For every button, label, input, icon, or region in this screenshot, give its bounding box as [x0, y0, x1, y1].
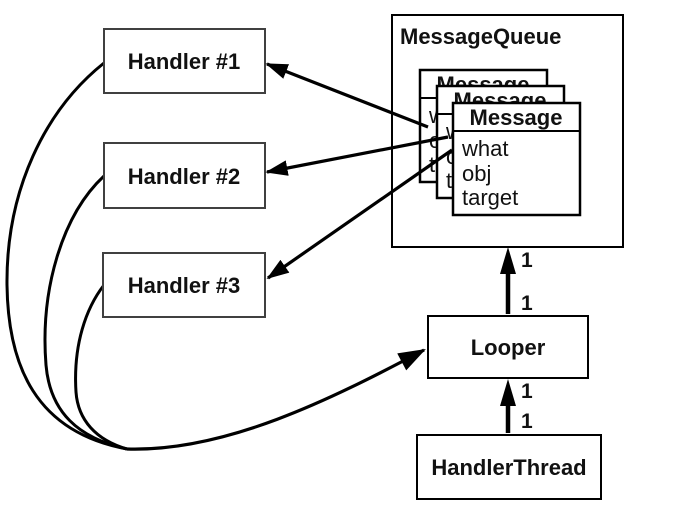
multiplicity-handlerthread-end: 1: [521, 410, 533, 433]
message1-to-handler1-arrow: [265, 62, 429, 129]
looper-to-messagequeue-arrow: 1 1: [500, 247, 533, 315]
message2-to-handler2-arrow: [265, 135, 449, 176]
handlerthread-label: HandlerThread: [431, 455, 586, 480]
handlers-to-looper-arrow: [126, 348, 426, 451]
handler2-to-looper-curve: [43, 174, 128, 451]
handler3-box: [102, 252, 266, 318]
message-front-title: Message: [470, 105, 563, 130]
handler1-box: [103, 28, 266, 94]
handlerthread-node: HandlerThread: [416, 434, 602, 500]
handler1-to-looper-curve: [5, 61, 128, 451]
handler2-label: Handler #2: [128, 164, 241, 189]
looper-to-messagequeue-arrowhead-icon: [500, 247, 516, 274]
handlerthread-to-looper-arrow: 1 1: [500, 379, 533, 433]
handler2-node: Handler #2: [103, 142, 266, 209]
message-queue-label: MessageQueue: [400, 24, 561, 49]
handlerthread-to-looper-arrowhead-icon: [500, 379, 516, 406]
multiplicity-looper-top-end: 1: [521, 292, 533, 315]
message3-to-handler3-arrow: [266, 148, 453, 280]
handler3-node: Handler #3: [102, 252, 266, 318]
message-front-field-target: target: [462, 185, 518, 210]
multiplicity-looper-bottom-end: 1: [521, 380, 533, 403]
looper-box: [427, 315, 589, 379]
handler3-to-looper-curve: [74, 284, 128, 451]
handler1-label: Handler #1: [128, 49, 241, 74]
handler1-node: Handler #1: [103, 28, 266, 94]
message-front-rect: [451, 101, 582, 217]
message-front-field-what: what: [461, 136, 508, 161]
multiplicity-mq-end: 1: [521, 249, 533, 272]
handlerthread-box: [416, 434, 602, 500]
looper-label: Looper: [471, 335, 546, 360]
looper-node: Looper: [427, 315, 589, 379]
message-front-field-obj: obj: [462, 161, 491, 186]
handler2-box: [103, 142, 266, 209]
handler3-label: Handler #3: [128, 273, 241, 298]
message-box-front: Message what obj target: [451, 101, 582, 217]
